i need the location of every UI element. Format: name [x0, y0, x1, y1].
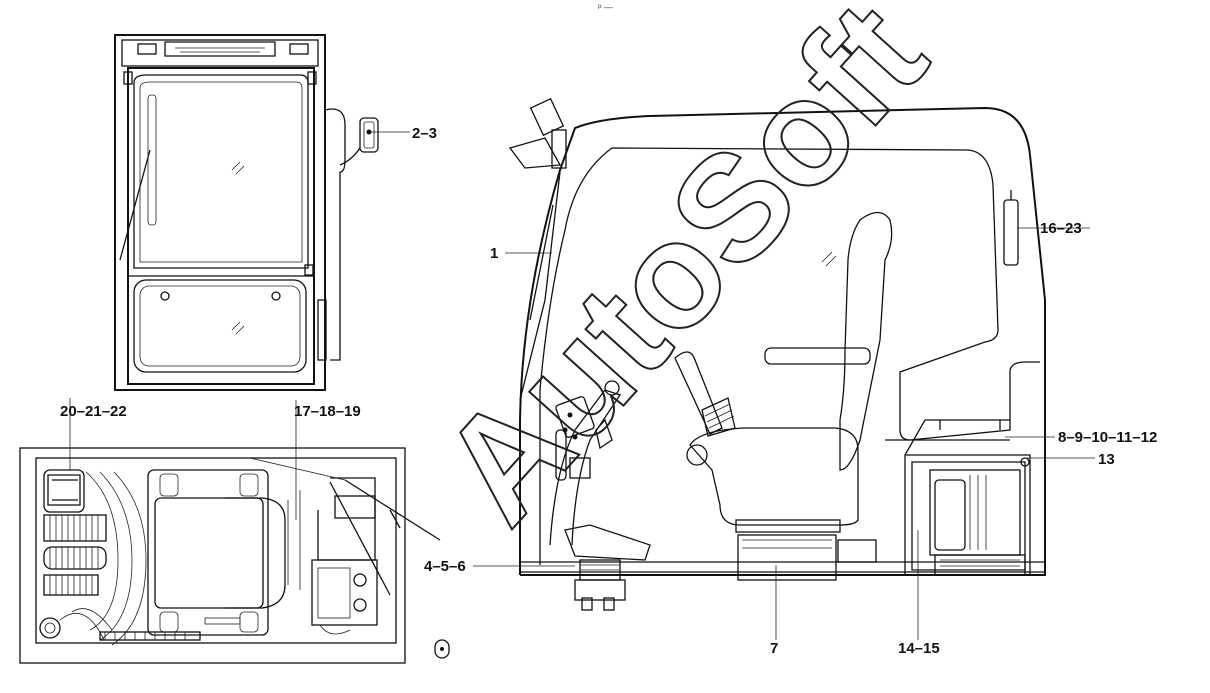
callout-7: 7: [770, 640, 778, 657]
callout-13: 13: [1098, 451, 1115, 468]
cab-top-view: [19, 398, 450, 664]
callout-20-21-22: 20–21–22: [60, 403, 127, 420]
leader-lines: [473, 227, 1095, 640]
callout-14-15: 14–15: [898, 640, 940, 657]
watermark-text: AutoSoft: [408, 0, 956, 554]
pedal-grille-3: [43, 574, 99, 596]
callout-4-5-6: 4–5–6: [424, 558, 466, 575]
pedal-grille-2: [43, 546, 107, 570]
callout-17-18-19: 17–18–19: [294, 403, 361, 420]
cab-side-view: [508, 97, 1046, 611]
callout-2-3: 2–3: [412, 125, 437, 142]
top-mark: ᵖ —: [598, 2, 613, 12]
pedal-grille-1: [43, 514, 107, 542]
callout-16-23: 16–23: [1040, 220, 1082, 237]
callout-8-12: 8–9–10–11–12: [1058, 429, 1157, 446]
cab-front-view: [114, 34, 410, 391]
callout-1: 1: [490, 245, 498, 262]
